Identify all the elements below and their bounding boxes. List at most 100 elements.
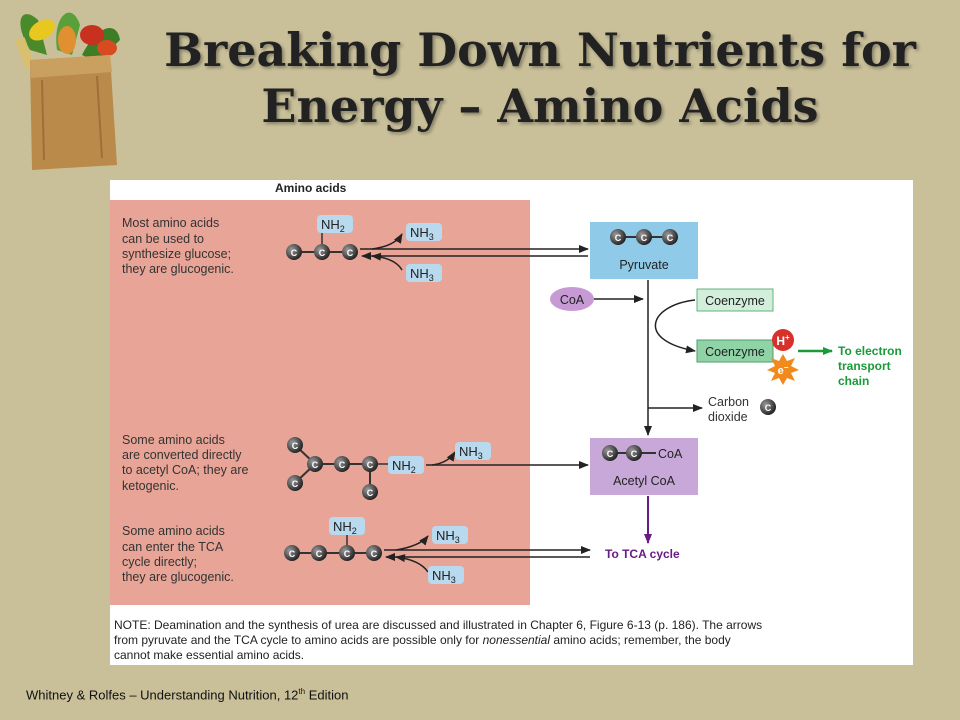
footer-main: Whitney & Rolfes – Understanding Nutriti… <box>26 687 299 703</box>
nh2-label: NH2 <box>321 217 345 234</box>
acetyl-coa-label: Acetyl CoA <box>613 474 675 488</box>
citation-footer: Whitney & Rolfes – Understanding Nutriti… <box>26 687 348 702</box>
note-line-2-b: amino acids; remember, the body <box>550 633 731 647</box>
to-etc-line: chain <box>838 374 869 388</box>
to-etc-line: transport <box>838 359 891 373</box>
coenzyme-bottom-label: Coenzyme <box>705 345 765 359</box>
desc2-line: are converted directly <box>122 448 242 462</box>
carbon-dioxide-line: Carbon <box>708 395 749 409</box>
note-line-2-a: from pyruvate and the TCA cycle to amino… <box>114 633 483 647</box>
nh3-subscript: 3 <box>451 575 456 585</box>
note-text: NOTE: Deamination and the synthesis of u… <box>114 618 762 662</box>
desc3-line: can enter the TCA <box>122 540 224 554</box>
carbon-symbol: C <box>292 479 299 489</box>
carbon-symbol: C <box>667 233 674 243</box>
to-tca-label: To TCA cycle <box>605 547 680 561</box>
e-main: e <box>778 365 784 377</box>
to-etc-line: To electron <box>838 344 902 358</box>
acetyl-coa-group: CoA <box>658 447 683 461</box>
row3-amino-acid: NH2 C C C C NH3 NH3 <box>284 517 591 585</box>
nh3-subscript: 3 <box>478 451 483 461</box>
note-line-2-em: nonessential <box>483 633 551 647</box>
pyruvate-label: Pyruvate <box>619 258 668 272</box>
acetyl-coa-box: C C CoA Acetyl CoA <box>590 438 698 495</box>
carbon-symbol: C <box>641 233 648 243</box>
nh2-main: NH <box>392 458 411 473</box>
carbon-atom <box>760 399 776 415</box>
description-glucogenic-2: Some amino acids can enter the TCA cycle… <box>122 524 234 584</box>
row1-amino-acid: NH2 C C C NH3 NH3 <box>286 215 589 283</box>
note-line-2: from pyruvate and the TCA cycle to amino… <box>114 633 731 647</box>
carbon-atom <box>626 445 642 461</box>
carbon-symbol: C <box>615 233 622 243</box>
carbon-atom <box>287 475 303 491</box>
carbon-symbol: C <box>312 460 319 470</box>
coenzyme-curve-arrow <box>654 299 696 354</box>
desc1-line: synthesize glucose; <box>122 247 231 261</box>
nh2-main: NH <box>321 217 340 232</box>
coenzyme-box-bottom <box>696 339 774 363</box>
carbon-atom <box>342 244 358 260</box>
carbon-atom <box>286 244 302 260</box>
title-line-1: Breaking Down Nutrients for <box>164 23 916 77</box>
nh3-main: NH <box>432 568 451 583</box>
desc2-line: ketogenic. <box>122 479 179 493</box>
carbon-atom <box>339 545 355 561</box>
row2-amino-acid: NH2 C C C C C C NH3 <box>287 437 589 500</box>
carbon-symbol: C <box>371 549 378 559</box>
electron-label: e− <box>778 363 789 377</box>
carbon-symbol: C <box>347 248 354 258</box>
nh3-main: NH <box>459 444 478 459</box>
desc2-line: Some amino acids <box>122 433 225 447</box>
carbon-symbol: C <box>367 460 374 470</box>
electron-burst-icon <box>767 354 799 385</box>
nh3-label: NH3 <box>432 568 456 585</box>
carbon-atom <box>287 437 303 453</box>
desc1-line: they are glucogenic. <box>122 262 234 276</box>
slide-title: Breaking Down Nutrients for Energy – Ami… <box>140 22 940 134</box>
nh3-label: NH3 <box>410 225 434 242</box>
carbon-symbol: C <box>765 403 772 413</box>
carbon-symbol: C <box>289 549 296 559</box>
carbon-symbol: C <box>339 460 346 470</box>
footer-superscript: th <box>298 687 306 696</box>
carbon-atom <box>362 484 378 500</box>
carbon-atom <box>284 545 300 561</box>
description-ketogenic: Some amino acids are converted directly … <box>122 433 249 493</box>
description-glucogenic-1: Most amino acids can be used to synthesi… <box>122 216 234 276</box>
to-etc-label: To electron transport chain <box>838 344 902 388</box>
desc2-line: to acetyl CoA; they are <box>122 463 249 477</box>
coa-label: CoA <box>560 293 585 307</box>
carbon-symbol: C <box>367 488 374 498</box>
desc3-line: cycle directly; <box>122 555 197 569</box>
carbon-atom <box>362 456 378 472</box>
h-superscript: + <box>785 333 790 342</box>
carbon-symbol: C <box>631 449 638 459</box>
carbon-symbol: C <box>316 549 323 559</box>
note-line-1: NOTE: Deamination and the synthesis of u… <box>114 618 762 632</box>
carbon-atom <box>366 545 382 561</box>
title-line-2: Energy – Amino Acids <box>261 79 819 133</box>
e-superscript: − <box>784 363 789 372</box>
footer-end: Edition <box>305 687 349 703</box>
carbon-symbol: C <box>319 248 326 258</box>
nh3-subscript: 3 <box>429 273 434 283</box>
carbon-atom <box>311 545 327 561</box>
carbon-symbol: C <box>291 248 298 258</box>
amino-acid-diagram: Amino acids Most amino acids can be used… <box>110 180 913 665</box>
coenzyme-box-top <box>696 288 774 312</box>
nh3-subscript: 3 <box>429 232 434 242</box>
nh3-subscript: 3 <box>455 535 460 545</box>
carbon-atom <box>307 456 323 472</box>
nh3-label: NH3 <box>459 444 483 461</box>
carbon-symbol: C <box>344 549 351 559</box>
carbon-symbol: C <box>607 449 614 459</box>
desc1-line: can be used to <box>122 232 204 246</box>
desc3-line: Some amino acids <box>122 524 225 538</box>
h-plus-label: H+ <box>776 333 790 348</box>
nh2-subscript: 2 <box>411 465 416 475</box>
nh3-main: NH <box>410 225 429 240</box>
note-line-3: cannot make essential amino acids. <box>114 648 304 662</box>
coa-oval <box>550 287 594 311</box>
grocery-bag-icon <box>15 12 120 170</box>
